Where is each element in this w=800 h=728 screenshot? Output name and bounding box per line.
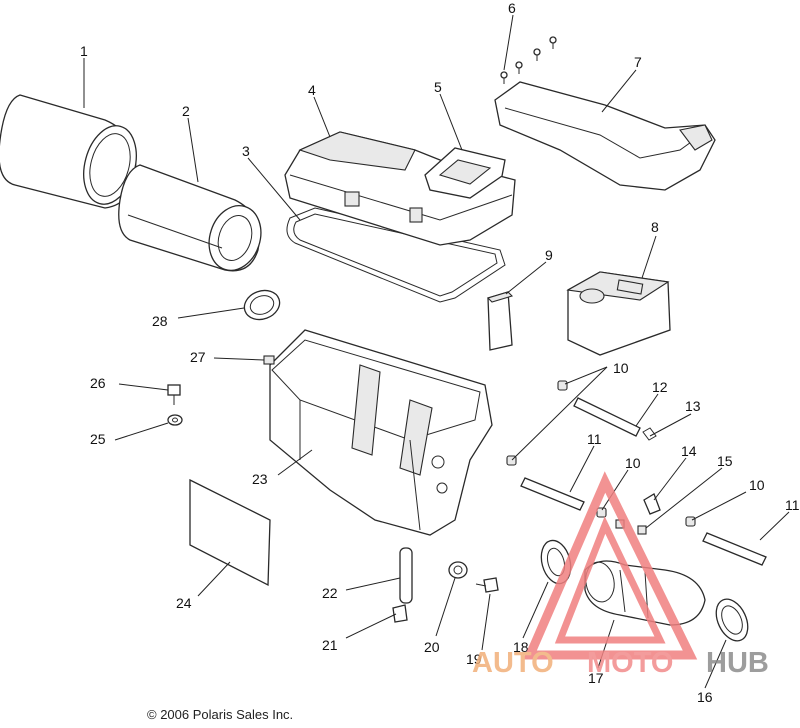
- part-22-drain-tube: [399, 547, 413, 604]
- callout-10a: 10: [613, 360, 629, 376]
- callout-11a: 11: [587, 431, 602, 447]
- callout-10b: 10: [625, 455, 641, 471]
- callout-10c: 10: [749, 477, 765, 493]
- callout-23: 23: [252, 471, 268, 487]
- watermark-text-auto: AUTO: [472, 647, 554, 679]
- part-11-tubes: [520, 477, 767, 566]
- callout-3: 3: [242, 143, 250, 159]
- part-3-gasket: [286, 207, 506, 303]
- callout-12: 12: [652, 379, 668, 395]
- callout-25: 25: [90, 431, 106, 447]
- part-17-intake-boot: [584, 560, 706, 626]
- callout-16: 16: [697, 689, 713, 705]
- part-12-tube: [573, 397, 641, 437]
- callout-9: 9: [545, 247, 553, 263]
- copyright-notice: © 2006 Polaris Sales Inc.: [147, 707, 294, 722]
- part-6-screws: [500, 36, 557, 84]
- part-23-airbox-body: [269, 329, 493, 536]
- part-4-airbox-cover: [284, 131, 516, 246]
- part-10-caps: [506, 380, 696, 527]
- watermark-text-moto: MOTO: [587, 647, 673, 679]
- callout-14: 14: [681, 443, 697, 459]
- part-14-fitting: [643, 493, 661, 515]
- part-2-air-filter: [118, 164, 262, 272]
- part-16-clamp: [715, 598, 749, 642]
- part-20-sensor: [448, 561, 468, 579]
- callout-1: 1: [80, 43, 88, 59]
- callout-8: 8: [651, 219, 659, 235]
- callout-13: 13: [685, 398, 701, 414]
- callout-6: 6: [508, 0, 516, 16]
- part-19-screw: [475, 577, 499, 593]
- part-7-intake-duct: [494, 81, 716, 191]
- callout-26: 26: [90, 375, 106, 391]
- callout-24: 24: [176, 595, 192, 611]
- callout-4: 4: [308, 82, 316, 98]
- watermark-triangle-inner: [554, 516, 666, 644]
- callout-28: 28: [152, 313, 168, 329]
- leader-lines: [83, 14, 790, 689]
- callout-17: 17: [588, 670, 604, 686]
- part-8-foam-block: [566, 271, 671, 356]
- callout-5: 5: [434, 79, 442, 95]
- part-28-clamp: [243, 289, 281, 321]
- callout-2: 2: [182, 103, 190, 119]
- part-21-drain-plug: [392, 604, 408, 623]
- callout-20: 20: [424, 639, 440, 655]
- watermark-text-hub: HUB: [706, 647, 769, 679]
- callout-18: 18: [513, 639, 529, 655]
- callout-7: 7: [634, 54, 642, 70]
- watermark-triangle: [523, 471, 698, 660]
- callout-labels: 1 2 3 4 5 6 7 8 9 10 10 10 10 11 11 12 1…: [80, 0, 800, 705]
- callout-15: 15: [717, 453, 733, 469]
- callout-11b: 11: [785, 497, 800, 513]
- part-24-label-sheet: [189, 478, 271, 587]
- part-25-washer: [167, 414, 183, 426]
- callout-22: 22: [322, 585, 338, 601]
- watermark-logo: AUTO MOTO HUB: [472, 471, 769, 679]
- part-26-bolt: [167, 384, 181, 405]
- part-27-clip: [263, 355, 275, 365]
- callout-27: 27: [190, 349, 206, 365]
- part-13-clip: [642, 427, 657, 441]
- callout-19: 19: [466, 651, 482, 667]
- part-5-cover-seal: [424, 147, 506, 199]
- part-9-foam-pad: [486, 291, 514, 351]
- callout-21: 21: [322, 637, 338, 653]
